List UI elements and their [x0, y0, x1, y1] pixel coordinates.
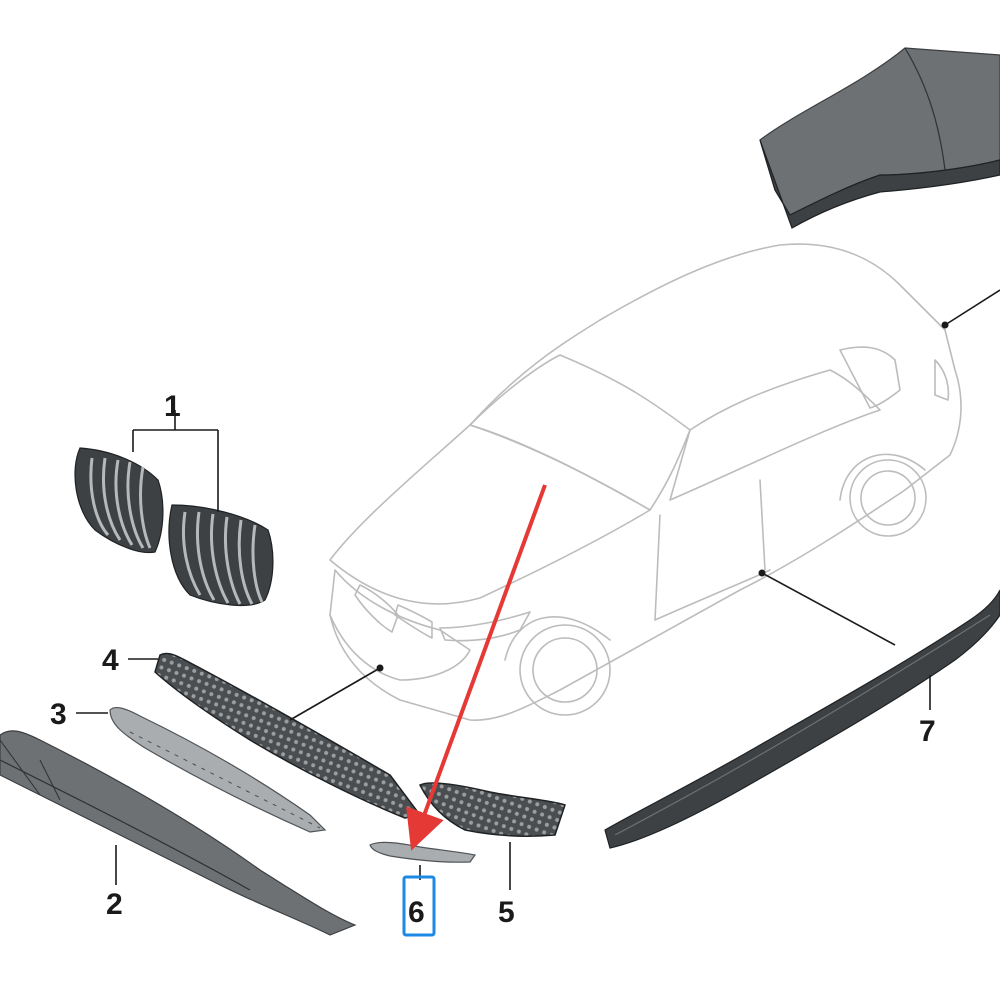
callout-4[interactable]: 4	[102, 644, 119, 677]
small-trim-icon	[369, 841, 477, 863]
callout-2[interactable]: 2	[106, 888, 123, 921]
bumper-trim-icon	[154, 652, 422, 819]
callout-5[interactable]: 5	[498, 896, 515, 929]
selection-highlight-box	[402, 875, 436, 937]
lower-spoiler-icon	[0, 730, 357, 936]
callout-3[interactable]: 3	[50, 698, 67, 731]
callout-6[interactable]: 6	[408, 896, 425, 929]
car-outline-icon	[329, 243, 962, 721]
side-skirt-icon	[604, 589, 1000, 849]
callout-1[interactable]: 1	[164, 390, 181, 423]
indicator-arrow	[406, 484, 547, 851]
rear-bumper-icon	[759, 47, 1000, 229]
trim-strip-icon	[109, 706, 327, 833]
callout-7[interactable]: 7	[919, 715, 936, 748]
kidney-grille-icon	[74, 447, 274, 606]
side-grille-icon	[418, 782, 566, 837]
leader-lines	[76, 289, 1000, 890]
